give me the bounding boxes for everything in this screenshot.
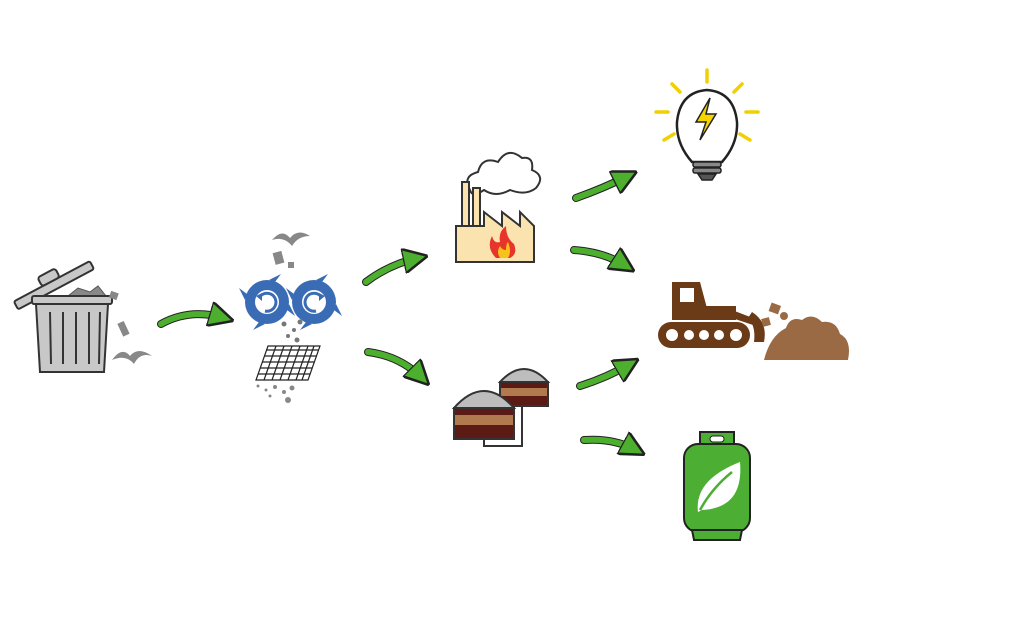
arrow-shredding-to-digestion — [364, 348, 422, 378]
lightbulb-icon — [654, 68, 760, 181]
arrow-digestion-to-biogas — [580, 440, 636, 450]
arrow-incineration-to-soil — [570, 246, 626, 266]
bulldozer-soil-icon — [658, 282, 849, 360]
gas-cylinder-leaf-icon — [683, 431, 751, 541]
factory-fire-icon — [455, 151, 542, 263]
trash-can-icon — [13, 260, 152, 373]
shredder-sieve-icon — [239, 232, 342, 403]
arrow-waste-to-shredding — [157, 314, 224, 328]
arrow-incineration-to-electricity — [572, 176, 628, 202]
arrow-shredding-to-incineration — [362, 258, 418, 286]
biogas-digester-icon — [451, 368, 551, 447]
arrow-digestion-to-soil — [576, 364, 630, 390]
